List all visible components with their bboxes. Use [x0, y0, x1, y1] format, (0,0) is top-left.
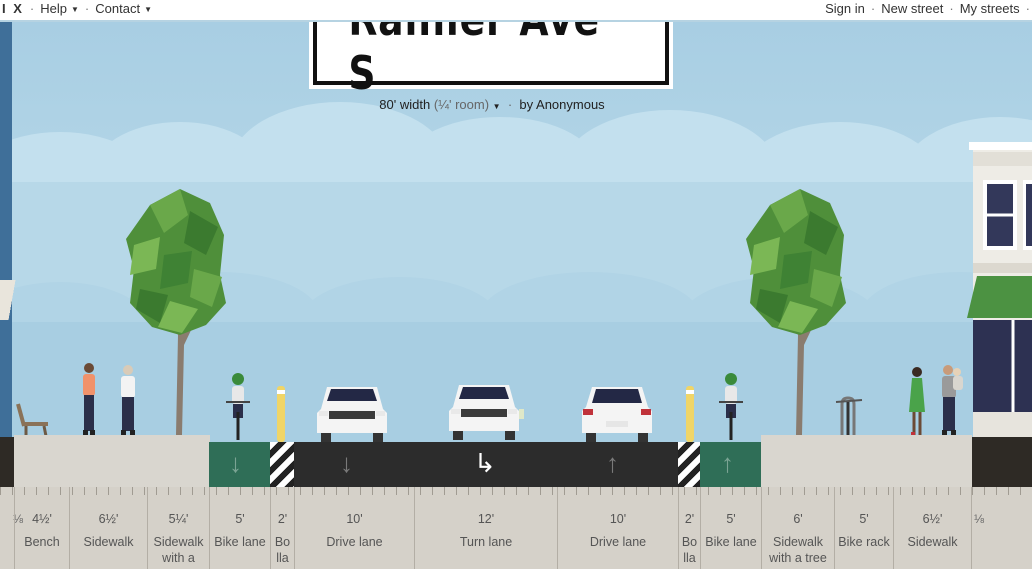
help-menu-label: Help: [40, 1, 67, 16]
segment-width: 12': [477, 512, 495, 526]
segment-bollard-left[interactable]: 2' Bo lla: [270, 487, 294, 569]
top-nav: I X · Help▼ · Contact▼ Sign in · New str…: [0, 0, 1032, 22]
nav-separator: ·: [1025, 1, 1030, 16]
roadway-surface[interactable]: ↓ ↳ ↑: [294, 442, 678, 487]
sidewalk-right-surface[interactable]: [761, 435, 972, 487]
segment-bench[interactable]: 4½' Bench: [14, 487, 69, 569]
right-building: [967, 142, 1032, 438]
street-tree-right[interactable]: [740, 185, 850, 435]
segment-name: Sidewalk: [83, 535, 134, 549]
segment-name: Drive lane: [326, 535, 383, 549]
car-turning[interactable]: [447, 381, 525, 443]
pedestrian[interactable]: [115, 364, 141, 438]
segment-width: 4½': [32, 512, 52, 526]
nav-separator: ·: [870, 1, 876, 16]
new-street-link[interactable]: New street: [881, 1, 944, 16]
bike-lane-right-surface[interactable]: ↑: [700, 442, 761, 487]
contact-menu-label: Contact: [95, 1, 141, 16]
right-edge-width: ⅛: [974, 512, 985, 526]
help-menu[interactable]: Help ▼: [40, 1, 79, 16]
bollard-right[interactable]: [684, 384, 696, 442]
segment-name: Bike rack: [838, 535, 890, 549]
bollard-right-surface[interactable]: [678, 442, 700, 487]
bench-figure[interactable]: [14, 400, 50, 438]
ruler-ticks: [0, 487, 1032, 495]
left-building-ground: [0, 437, 14, 487]
sidewalk-left-surface[interactable]: [14, 435, 210, 487]
left-edge-width: ⅛: [13, 512, 24, 526]
segment-bike-lane-right[interactable]: 5' Bike lane: [700, 487, 761, 569]
arrow-down-icon: ↓: [340, 448, 353, 478]
segment-sidewalk-tree-left[interactable]: 5¼' Sidewalk with a: [147, 487, 209, 569]
nav-separator: ·: [29, 1, 35, 16]
caret-down-icon: ▼: [71, 5, 79, 14]
nav-separator: ·: [949, 1, 954, 16]
arrow-down-icon: ↓: [229, 448, 242, 478]
contact-menu[interactable]: Contact▼: [95, 1, 152, 16]
arrow-up-icon: ↑: [606, 448, 619, 478]
segment-width: 10': [346, 512, 363, 526]
brand-logo[interactable]: I X: [2, 1, 24, 16]
cyclist-southbound[interactable]: [223, 372, 253, 442]
segment-name: Bike lane: [214, 535, 266, 549]
pedestrian-with-child[interactable]: [936, 364, 966, 438]
segment-info-strip: [0, 487, 1032, 569]
street-width-label: 80' width: [379, 97, 431, 112]
nav-separator: ·: [84, 1, 90, 16]
bike-rack-figure[interactable]: [834, 396, 866, 438]
left-building: [0, 22, 12, 437]
right-building-ground: [972, 437, 1032, 487]
segment-name: Bike lane: [705, 535, 757, 549]
car-southbound[interactable]: [315, 383, 389, 443]
author-label[interactable]: by Anonymous: [519, 97, 605, 112]
street-width[interactable]: 80' width (¼' room) ▼: [379, 97, 500, 112]
segment-name: Bo lla: [274, 535, 291, 565]
street-room-label: (¼' room): [433, 97, 490, 112]
segment-width: 2': [684, 512, 695, 526]
meta-separator: ·: [507, 97, 513, 112]
segment-width: 6½': [922, 512, 943, 526]
street-tree-left[interactable]: [120, 185, 230, 435]
segment-name: Drive lane: [589, 535, 647, 549]
segment-drive-lane-right[interactable]: 10' Drive lane: [557, 487, 678, 569]
bollard-left[interactable]: [275, 384, 287, 442]
turn-right-arrow-icon: ↳: [474, 448, 496, 478]
segment-width: 2': [277, 512, 288, 526]
street-meta: 80' width (¼' room) ▼ · by Anonymous: [0, 97, 984, 112]
segment-name: Sidewalk: [907, 535, 958, 549]
segment-width: 5¼': [168, 512, 189, 526]
segment-sidewalk-left[interactable]: 6½' Sidewalk: [69, 487, 147, 569]
segment-name: Bench: [24, 535, 60, 549]
segment-width: 10': [609, 512, 627, 526]
sign-in-link[interactable]: Sign in: [825, 1, 865, 16]
caret-down-icon: ▼: [492, 102, 501, 111]
segment-name: Sidewalk with a tree: [769, 535, 827, 565]
car-northbound[interactable]: [580, 383, 654, 443]
pedestrian[interactable]: [906, 366, 928, 438]
segment-bollard-right[interactable]: 2' Bo lla: [678, 487, 700, 569]
segment-bike-rack[interactable]: 5' Bike rack: [834, 487, 893, 569]
caret-down-icon: ▼: [144, 5, 152, 14]
left-building-awning: [0, 280, 24, 320]
pedestrian[interactable]: [78, 362, 100, 438]
cyclist-northbound[interactable]: [716, 372, 746, 442]
segment-drive-lane-left[interactable]: 10' Drive lane: [294, 487, 414, 569]
segment-turn-lane[interactable]: 12' Turn lane: [414, 487, 557, 569]
segment-width: 6½': [98, 512, 119, 526]
segment-width: 5': [726, 512, 736, 526]
segment-bike-lane-left[interactable]: 5' Bike lane: [209, 487, 270, 569]
segment-sidewalk-tree-right[interactable]: 6' Sidewalk with a tree: [761, 487, 834, 569]
segment-width: 5': [859, 512, 869, 526]
bike-lane-left-surface[interactable]: ↓: [209, 442, 270, 487]
segment-sidewalk-right[interactable]: 6½' Sidewalk: [893, 487, 972, 569]
segment-name: Bo lla: [681, 535, 698, 565]
arrow-up-icon: ↑: [721, 448, 734, 478]
segment-width: 6': [793, 512, 803, 526]
segment-name: Turn lane: [459, 535, 513, 549]
bollard-left-surface[interactable]: [270, 442, 294, 487]
segment-name: Sidewalk with a: [153, 535, 204, 565]
segment-width: 5': [235, 512, 245, 526]
my-streets-link[interactable]: My streets: [959, 1, 1020, 16]
